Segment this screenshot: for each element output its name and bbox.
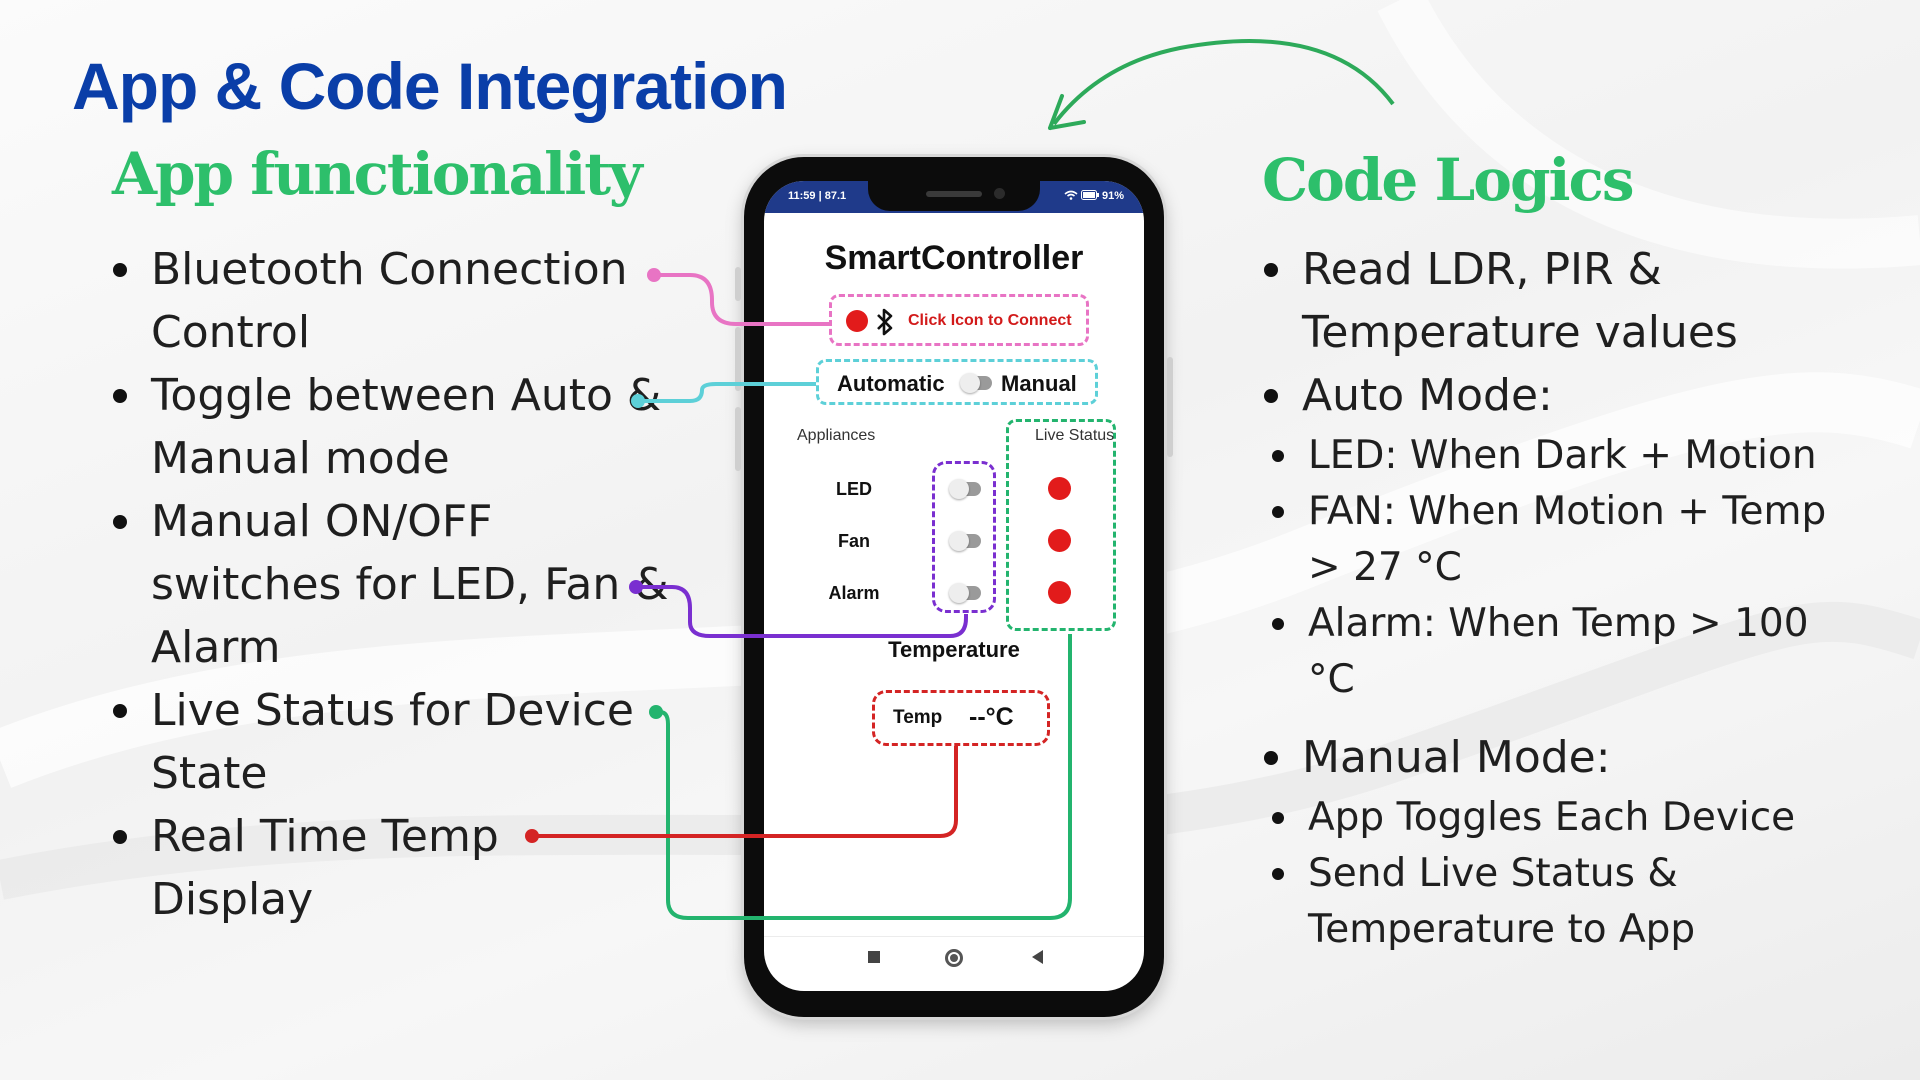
bluetooth-icon[interactable] <box>874 307 896 337</box>
phone-volume-up <box>735 327 741 391</box>
temperature-display: Temp --°C <box>872 690 1050 746</box>
mode-toggle-row: Automatic Manual <box>816 359 1098 405</box>
bluetooth-connect-label: Click Icon to Connect <box>908 312 1072 329</box>
mode-manual-label: Manual <box>1001 371 1077 396</box>
live-status-box <box>1006 419 1116 631</box>
home-icon[interactable] <box>945 949 963 967</box>
auto-rule-led: LED: When Dark + Motion <box>1270 428 1846 484</box>
led-status-dot <box>1048 477 1071 500</box>
camera-notch <box>868 181 1040 211</box>
battery-level: 91% <box>1101 190 1124 202</box>
battery-icon <box>1080 190 1099 200</box>
back-icon[interactable] <box>868 951 880 963</box>
phone-mockup: 11:59 | 87.1 91% SmartController <box>735 157 1173 1017</box>
phone-side-button <box>735 267 741 301</box>
logic-read-values: Read LDR, PIR & Temperature values <box>1262 238 1842 364</box>
feature-list: Bluetooth Connection Control Toggle betw… <box>111 238 671 931</box>
mode-toggle-switch[interactable] <box>960 373 992 393</box>
toggle-knob <box>949 531 969 551</box>
auto-rule-alarm: Alarm: When Temp > 100 °C <box>1270 596 1846 708</box>
phone-power-button <box>1167 357 1173 457</box>
device-label-alarm: Alarm <box>828 583 880 603</box>
recents-icon[interactable] <box>1032 950 1043 964</box>
live-status-header: Live Status <box>1035 427 1115 444</box>
app-title: SmartController <box>824 239 1084 277</box>
auto-mode-label: Auto Mode: <box>1302 370 1553 421</box>
manual-mode-block: Manual Mode: <box>1262 726 1842 789</box>
phone-volume-down <box>735 407 741 471</box>
auto-rule-fan: FAN: When Motion + Temp > 27 °C <box>1270 484 1846 596</box>
device-label-led: LED <box>836 479 872 499</box>
auto-mode-list: LED: When Dark + Motion FAN: When Motion… <box>1272 428 1846 708</box>
temperature-title: Temperature <box>888 637 1020 662</box>
fan-switch[interactable] <box>949 531 981 551</box>
manual-rule-send: Send Live Status & Temperature to App <box>1270 846 1846 958</box>
fan-status-dot <box>1048 529 1071 552</box>
slide-title: App & Code Integration <box>72 49 788 123</box>
feature-manual-switches: Manual ON/OFF switches for LED, Fan & Al… <box>111 490 671 679</box>
mode-automatic-label: Automatic <box>837 371 945 396</box>
status-time: 11:59 | 87.1 <box>788 190 847 202</box>
toggle-knob <box>949 583 969 603</box>
bluetooth-connect-row[interactable]: Click Icon to Connect <box>829 294 1089 346</box>
appliances-header: Appliances <box>797 427 876 444</box>
wifi-icon <box>1064 190 1078 200</box>
logic-list: Read LDR, PIR & Temperature values Auto … <box>1262 238 1842 427</box>
earpiece-speaker <box>926 191 982 197</box>
temp-label: Temp <box>893 707 943 728</box>
phone-screen: 11:59 | 87.1 91% SmartController <box>764 181 1144 991</box>
led-switch[interactable] <box>949 479 981 499</box>
toggle-knob <box>960 373 980 393</box>
code-logics-heading: Code Logics <box>1262 146 1635 214</box>
alarm-switch[interactable] <box>949 583 981 603</box>
temp-value: --°C <box>969 703 1014 731</box>
toggle-knob <box>949 479 969 499</box>
feature-mode-toggle: Toggle between Auto & Manual mode <box>111 364 671 490</box>
logic-auto-mode: Auto Mode: <box>1262 364 1842 427</box>
connection-status-dot <box>846 310 868 332</box>
status-bar: 11:59 | 87.1 91% <box>764 181 1144 213</box>
feature-temp-display: Real Time Temp Display <box>111 805 671 931</box>
feature-bluetooth: Bluetooth Connection Control <box>111 238 671 364</box>
device-label-fan: Fan <box>837 531 870 551</box>
status-battery: 91% <box>1064 190 1124 202</box>
alarm-status-dot <box>1048 581 1071 604</box>
manual-mode-list: App Toggles Each Device Send Live Status… <box>1272 790 1846 958</box>
logic-manual-mode: Manual Mode: <box>1262 726 1842 789</box>
manual-rule-toggle: App Toggles Each Device <box>1270 790 1846 846</box>
feature-live-status: Live Status for Device State <box>111 679 671 805</box>
app-functionality-heading: App functionality <box>112 140 643 208</box>
navigation-bar <box>764 936 1144 991</box>
front-camera <box>994 188 1005 199</box>
